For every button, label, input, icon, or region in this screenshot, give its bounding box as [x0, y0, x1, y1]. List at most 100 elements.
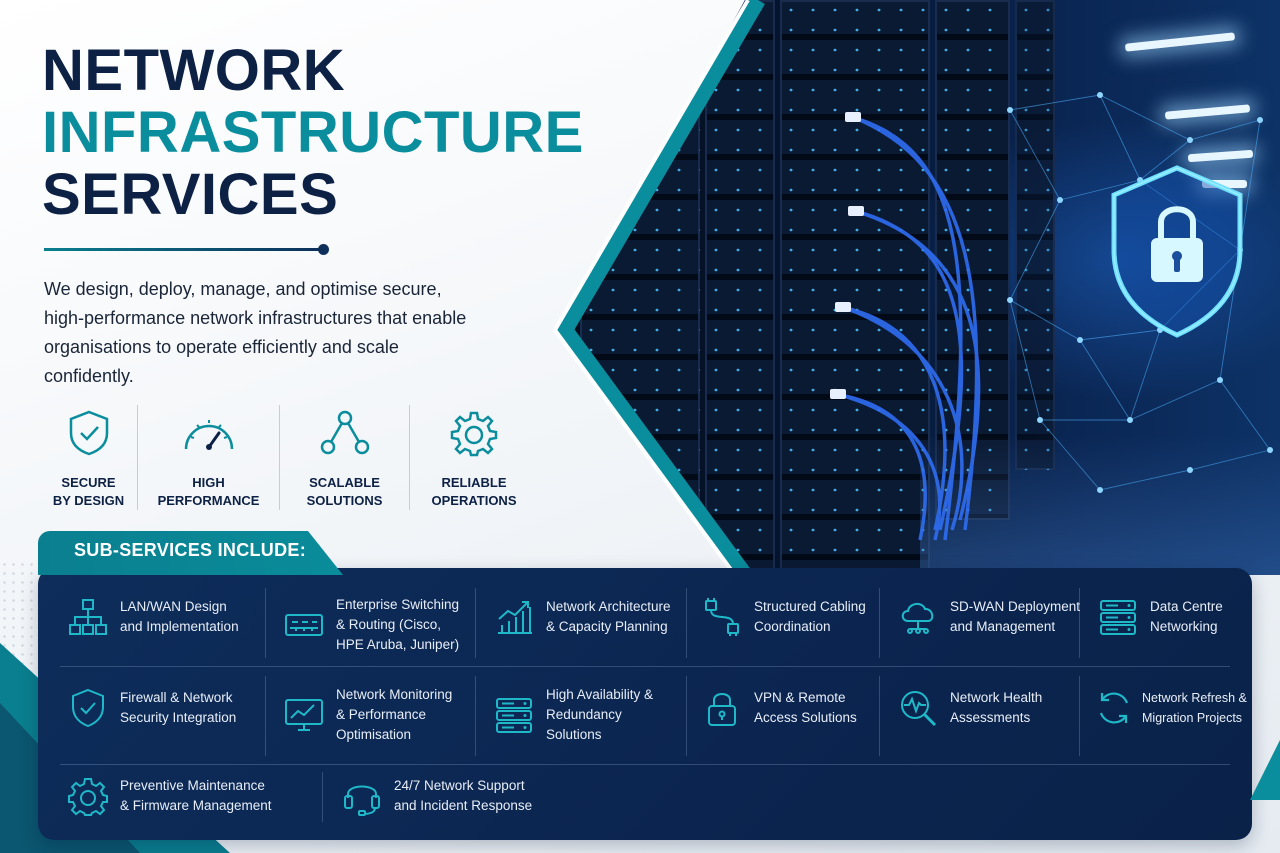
gear-icon [450, 405, 498, 460]
service-label-line1: LAN/WAN Design [120, 599, 227, 614]
service-label-line2: Security Integration [120, 710, 237, 725]
network-nodes-icon [319, 405, 371, 460]
feature-label-line1: RELIABLE [441, 475, 507, 490]
cloud-network-icon [898, 597, 938, 637]
sub-services-heading: SUB-SERVICES INCLUDE: [74, 540, 306, 560]
service-label-line1: 24/7 Network Support [394, 778, 525, 793]
bar-chart-growth-icon [494, 597, 534, 637]
service-label-line1: High Availability & [546, 687, 654, 702]
service-label-line1: Data Centre [1150, 599, 1223, 614]
sub-services-tab [38, 531, 343, 575]
service-label-line2: Assessments [950, 710, 1031, 725]
service-label-line1: Network Health [950, 690, 1043, 705]
cable-icon [702, 597, 742, 637]
column-divider [686, 676, 687, 756]
server-rack [780, 0, 930, 575]
feature-label-line2: BY DESIGN [52, 493, 125, 508]
column-divider [322, 772, 323, 822]
floor-glow [920, 435, 1280, 575]
column-divider [879, 588, 880, 658]
row-divider [60, 764, 1230, 765]
service-label-line2: Coordination [754, 619, 831, 634]
feature-pillars: SECURE BY DESIGN HIGH PERFORMANCE SCALABLE… [40, 405, 538, 510]
service-label-line1: Network Refresh & [1142, 691, 1247, 705]
title-line-3: SERVICES [42, 162, 339, 227]
column-divider [265, 676, 266, 756]
server-rack [1015, 0, 1055, 470]
service-label-line1: Network Monitoring [336, 687, 453, 702]
service-label-line3: Solutions [546, 727, 602, 742]
service-label-line1: SD-WAN Deployment [950, 599, 1081, 614]
feature-label-line2: PERFORMANCE [157, 493, 260, 508]
service-label-line1: Structured Cabling [754, 599, 866, 614]
service-label-line2: & Performance [336, 707, 427, 722]
server-rack [935, 0, 1010, 520]
column-divider [475, 588, 476, 658]
feature-label-line1: SCALABLE [309, 475, 380, 490]
row-divider [60, 666, 1230, 667]
service-label-line2: & Firmware Management [120, 798, 272, 813]
column-divider [265, 588, 266, 658]
service-label-line2: Redundancy [546, 707, 622, 722]
network-overlay-graphic [830, 92, 1273, 541]
gauge-icon [181, 405, 237, 460]
service-label-line1: Preventive Maintenance [120, 778, 265, 793]
service-label-line2: and Management [950, 619, 1056, 634]
service-network-architecture: Network Architecture & Capacity Planning [494, 597, 671, 637]
feature-secure-by-design: SECURE BY DESIGN [40, 405, 138, 510]
service-24-7-support: 24/7 Network Support and Incident Respons… [342, 776, 532, 816]
column-divider [475, 676, 476, 756]
service-label-line2: and Incident Response [394, 798, 533, 813]
magnifier-pulse-icon [898, 688, 938, 728]
switch-icon [284, 605, 324, 645]
sub-services-panel [38, 568, 1252, 840]
title-underline-dot [318, 244, 329, 255]
feature-label-line2: OPERATIONS [431, 493, 517, 508]
service-label-line1: Network Architecture [546, 599, 671, 614]
security-shield-lock-icon [1111, 165, 1243, 338]
shield-check-icon [67, 405, 111, 460]
service-label-line1: Enterprise Switching [336, 597, 460, 612]
feature-label-line1: HIGH [192, 475, 225, 490]
service-label-line2: Networking [1150, 619, 1218, 634]
column-divider [1079, 588, 1080, 658]
feature-reliable-operations: RELIABLE OPERATIONS [410, 405, 538, 510]
gear-icon [68, 776, 108, 816]
service-lan-wan-design: LAN/WAN Design and Implementation [68, 597, 239, 637]
feature-label-line1: SECURE [61, 475, 116, 490]
service-label-line1: Firewall & Network [120, 690, 233, 705]
title-underline [44, 248, 324, 251]
service-label-line1: VPN & Remote [754, 690, 846, 705]
service-label-line2: & Routing (Cisco, [336, 617, 442, 632]
column-divider [686, 588, 687, 658]
intro-paragraph: We design, deploy, manage, and optimise … [44, 279, 467, 386]
service-label-line2: & Capacity Planning [546, 619, 668, 634]
column-divider [1079, 676, 1080, 756]
server-stack-icon [494, 695, 534, 735]
title-line-2: INFRASTRUCTURE [42, 100, 584, 165]
service-label-line3: HPE Aruba, Juniper) [336, 637, 460, 652]
service-label-line2: Migration Projects [1142, 711, 1243, 725]
service-preventive-maintenance: Preventive Maintenance & Firmware Managem… [68, 776, 272, 816]
feature-high-performance: HIGH PERFORMANCE [138, 405, 280, 510]
hierarchy-icon [68, 597, 108, 637]
service-label-line2: Access Solutions [754, 710, 857, 725]
refresh-icon [1094, 688, 1134, 728]
feature-scalable-solutions: SCALABLE SOLUTIONS [280, 405, 410, 510]
service-label-line3: Optimisation [336, 727, 412, 742]
service-label-line2: and Implementation [120, 619, 239, 634]
feature-label-line2: SOLUTIONS [306, 493, 383, 508]
ceiling-light [1202, 180, 1247, 188]
column-divider [879, 676, 880, 756]
headset-icon [342, 776, 382, 816]
monitor-chart-icon [284, 695, 324, 735]
lock-icon [702, 688, 742, 728]
service-sd-wan: SD-WAN Deployment and Management [898, 597, 1080, 637]
title-line-1: NETWORK [42, 38, 346, 103]
